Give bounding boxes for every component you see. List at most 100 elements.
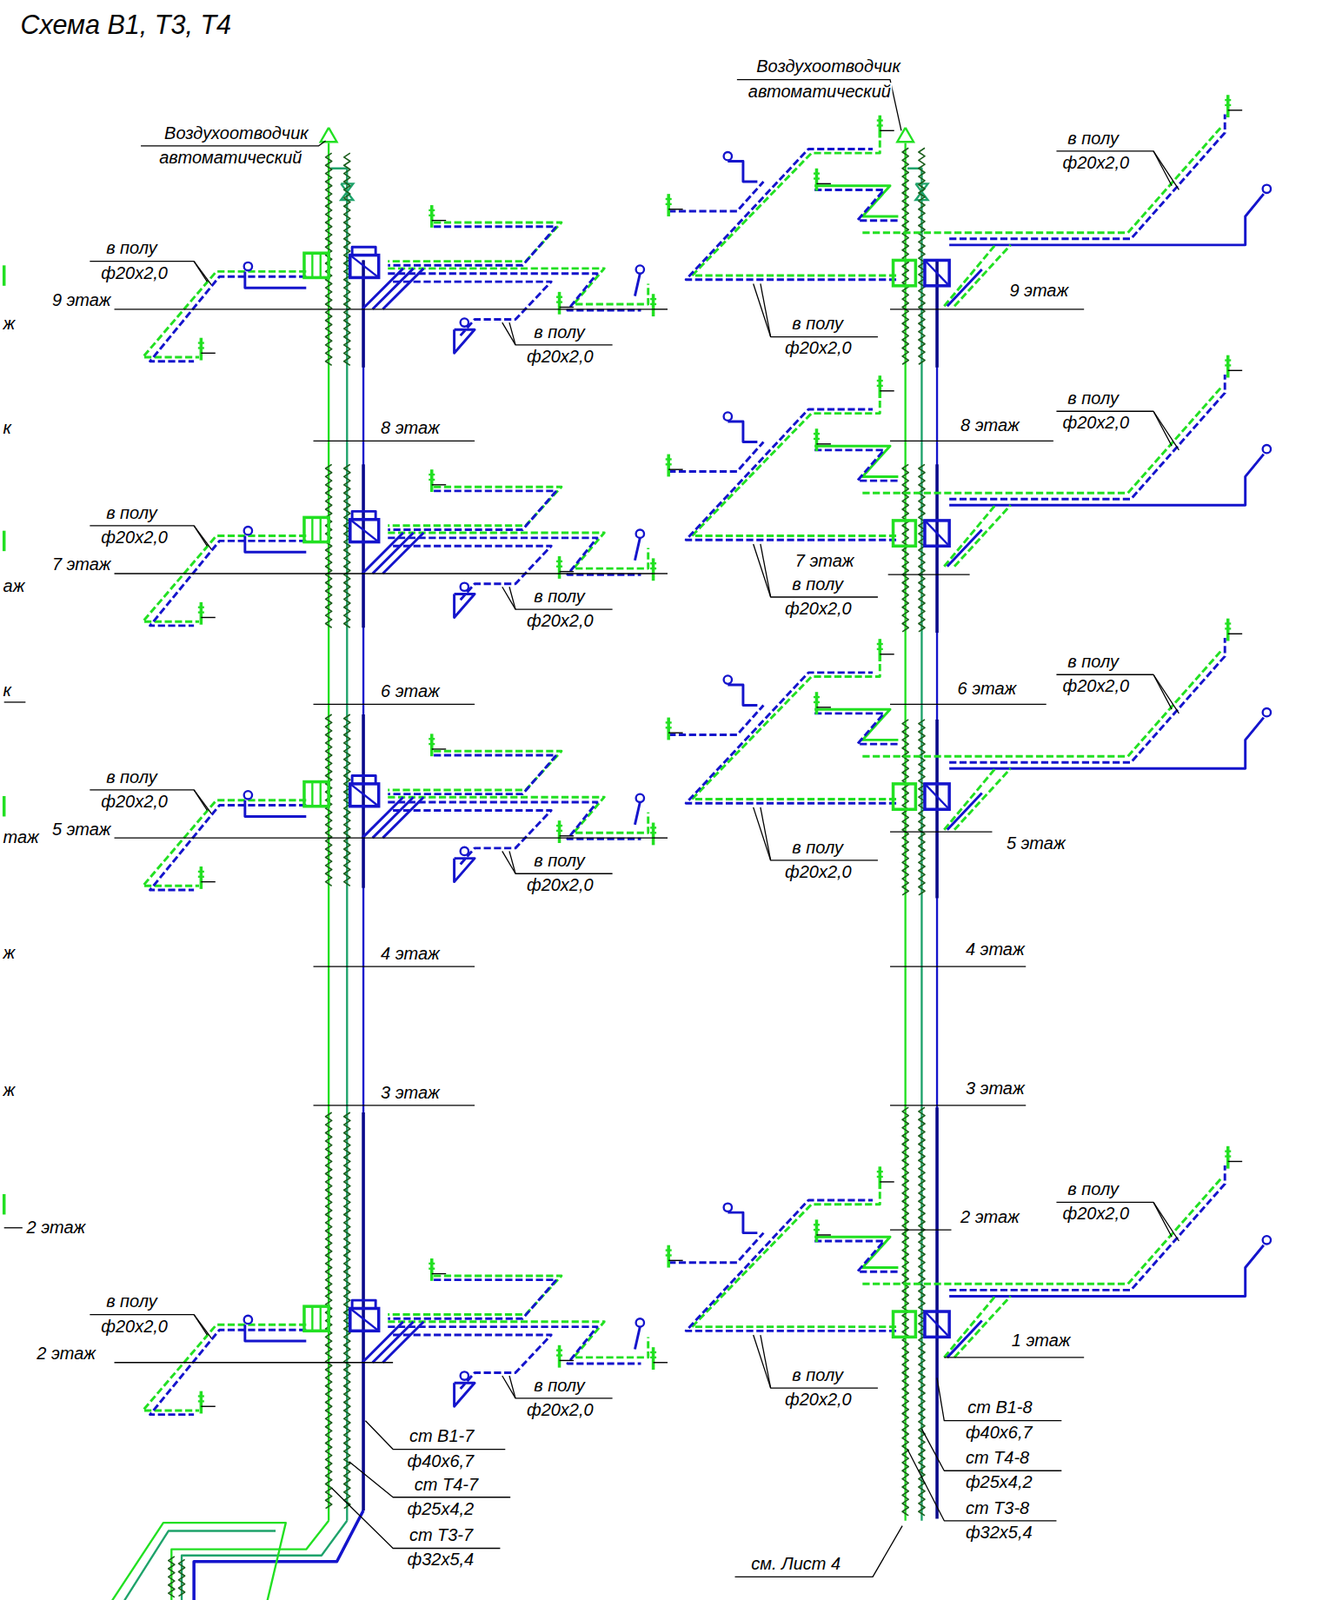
fixture-symbol — [650, 298, 657, 300]
annotation-label: в полу — [1066, 390, 1120, 409]
leader-line — [502, 850, 613, 874]
annotation-label: в полу — [790, 1366, 844, 1385]
leader-line — [890, 1229, 951, 1230]
fixture-symbol — [816, 443, 831, 445]
annotation-label: 2 этаж — [959, 1208, 1021, 1227]
annotation-label: автоматический — [158, 148, 304, 167]
annotation-label: ф20x2,0 — [525, 612, 595, 632]
fixture-symbol — [1228, 1161, 1243, 1163]
leader-line — [737, 79, 902, 132]
pipe-line — [150, 276, 307, 361]
pipe-line — [387, 797, 648, 833]
annotation-label: в полу — [532, 852, 586, 871]
leader-line — [114, 572, 654, 574]
pipe-line — [634, 273, 640, 297]
fixture-symbol — [559, 835, 574, 837]
manifold-symbol — [924, 259, 950, 286]
leader-line — [1056, 674, 1172, 710]
insulation-zigzag — [918, 147, 925, 365]
fixture-symbol — [1224, 622, 1231, 625]
fixture-symbol — [665, 726, 672, 729]
pipe-line — [362, 268, 404, 310]
annotation-label: 9 этаж — [1008, 281, 1070, 300]
riser-line — [330, 168, 347, 1522]
pipe-line — [387, 538, 641, 575]
pipe-line — [387, 268, 648, 305]
pipe-line — [362, 532, 404, 574]
fixture-symbol — [668, 1260, 683, 1262]
fixture-symbol — [2, 796, 7, 817]
leader-line — [1056, 411, 1172, 446]
fixture-symbol — [430, 205, 434, 228]
pipe-line — [954, 768, 1011, 830]
pipe-line — [142, 1324, 306, 1411]
annotation-label: в полу — [1066, 129, 1120, 148]
fixture-symbol — [559, 306, 574, 308]
pipe-line — [947, 269, 983, 306]
manifold-symbol — [304, 252, 329, 278]
manifold-symbol — [350, 255, 379, 279]
leader-line — [313, 440, 476, 442]
annotation-label: ж — [1, 943, 16, 963]
fixture-symbol — [556, 824, 563, 827]
pipe-line — [668, 441, 764, 472]
manifold-symbol — [893, 1311, 917, 1337]
fixture-symbol — [198, 1400, 205, 1403]
leader-line — [502, 586, 613, 610]
annotation-label: ст Т3-8 — [964, 1499, 1031, 1518]
pipe-line — [727, 1212, 758, 1233]
pipe-line — [947, 1321, 983, 1358]
pipe-line — [947, 792, 983, 830]
fixture-symbol — [650, 562, 657, 565]
annotation-label: ф20x2,0 — [525, 347, 595, 366]
tap-symbol — [244, 790, 253, 799]
annotation-label: таж — [1, 829, 40, 848]
fixture-symbol — [428, 1268, 435, 1270]
pipe-line — [862, 127, 1221, 233]
leader-line — [890, 440, 1054, 442]
fixture-symbol — [198, 346, 205, 349]
pipe-line — [382, 1322, 424, 1363]
fixture-symbol — [877, 379, 884, 382]
fixture-symbol — [198, 876, 205, 878]
annotation-label: ф20x2,0 — [525, 877, 595, 896]
fixture-symbol — [558, 556, 562, 579]
leader-line — [509, 322, 516, 346]
pipe-line — [311, 1306, 313, 1331]
leader-line — [193, 1315, 212, 1339]
annotation-label: 8 этаж — [959, 416, 1021, 435]
pipe-line — [387, 1327, 641, 1364]
leader-line — [753, 807, 878, 861]
pipe-line — [924, 259, 950, 286]
annotation-label: в полу — [790, 838, 844, 858]
insulation-zigzag — [902, 719, 909, 896]
annotation-label: в полу — [1066, 1181, 1120, 1200]
insulation-zigzag — [168, 1556, 175, 1598]
pipe-line — [949, 1165, 1225, 1290]
leader-line — [890, 1104, 1026, 1106]
tap-symbol — [244, 262, 253, 271]
tap-symbol — [724, 152, 732, 160]
fixture-symbol — [668, 731, 683, 733]
pipe-line — [387, 755, 557, 795]
pipe-line — [862, 1178, 1221, 1284]
fixture-symbol — [1224, 364, 1231, 366]
manifold-symbol — [924, 520, 950, 546]
fixture-symbol — [198, 606, 205, 609]
pipe-line — [319, 252, 322, 278]
pipe-line — [319, 782, 322, 807]
tap-symbol — [244, 526, 253, 535]
pipe-line — [352, 511, 376, 519]
pipe-line — [311, 782, 313, 807]
manifold-symbol — [924, 1311, 950, 1337]
pipe-line — [362, 1322, 404, 1363]
fixture-symbol — [877, 119, 884, 121]
fixture-symbol — [650, 1356, 657, 1359]
tap-symbol — [724, 675, 732, 684]
pipe-line — [245, 1324, 306, 1342]
fixture-symbol — [431, 219, 446, 221]
tap-symbol — [1262, 1235, 1271, 1244]
annotation-label: ф40x6,7 — [964, 1423, 1034, 1442]
tap-symbol — [460, 1371, 469, 1380]
